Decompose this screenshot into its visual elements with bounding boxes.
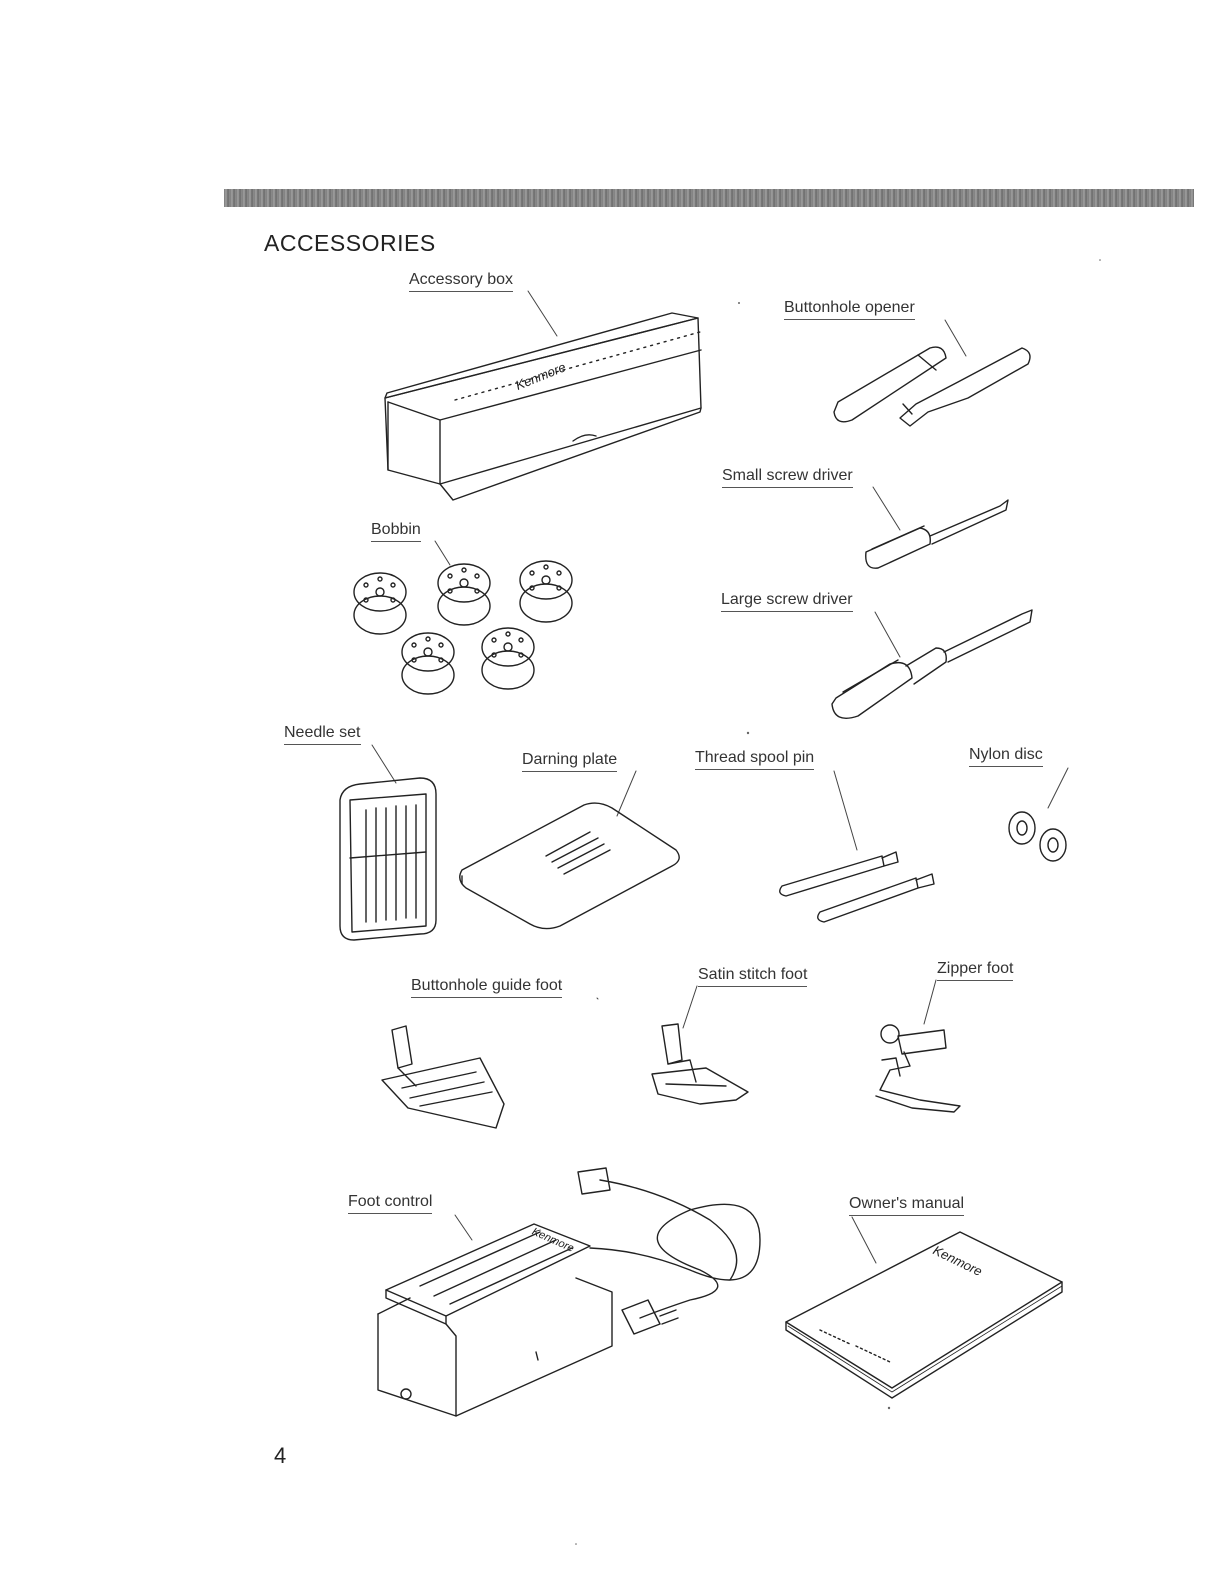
bobbin (520, 561, 572, 622)
large-screw-driver-illustration (832, 610, 1032, 718)
needle-set-label: Needle set (284, 724, 361, 745)
satin-stitch-foot-illustration (652, 1024, 748, 1104)
satin-stitch-foot-label: Satin stitch foot (698, 966, 808, 987)
foot-control-illustration: Kenmore (378, 1168, 760, 1416)
thread-spool-pin-label: Thread spool pin (695, 749, 815, 770)
bobbin (438, 564, 490, 625)
thread-spool-pin-illustration (780, 852, 934, 922)
darning-plate-illustration (460, 803, 679, 928)
bobbin-label: Bobbin (371, 521, 421, 542)
accessory-box-label: Accessory box (409, 271, 514, 292)
buttonhole-opener-label: Buttonhole opener (784, 299, 915, 320)
needle-set-illustration (340, 778, 436, 940)
zipper-foot-label: Zipper foot (937, 960, 1014, 981)
section-header-bar (224, 189, 1194, 207)
owners-manual-brand: Kenmore (931, 1242, 985, 1279)
owners-manual-label: Owner's manual (849, 1195, 965, 1216)
bobbin (354, 573, 406, 634)
page-title: ACCESSORIES (264, 230, 436, 256)
large-screw-driver-label: Large screw driver (721, 591, 853, 612)
bobbin-illustrations (354, 561, 572, 694)
foot-control-label: Foot control (348, 1193, 433, 1214)
accessory-box-illustration: Kenmore (385, 313, 701, 500)
bobbin (482, 628, 534, 689)
buttonhole-guide-foot-illustration (382, 1026, 504, 1128)
buttonhole-opener-illustration (834, 347, 1030, 426)
buttonhole-guide-foot-label: Buttonhole guide foot (411, 977, 563, 998)
nylon-disc-illustration (1009, 812, 1066, 861)
darning-plate-label: Darning plate (522, 751, 618, 772)
page-number: 4 (274, 1443, 287, 1468)
print-specks (575, 259, 1101, 1545)
small-screw-driver-label: Small screw driver (722, 467, 853, 488)
small-screw-driver-illustration (866, 500, 1008, 568)
zipper-foot-illustration (876, 1025, 960, 1112)
foot-control-brand: Kenmore (530, 1226, 576, 1255)
leader-lines (372, 291, 1068, 1263)
nylon-disc-label: Nylon disc (969, 746, 1043, 767)
bobbin (402, 633, 454, 694)
owners-manual-illustration: Kenmore (786, 1232, 1062, 1398)
